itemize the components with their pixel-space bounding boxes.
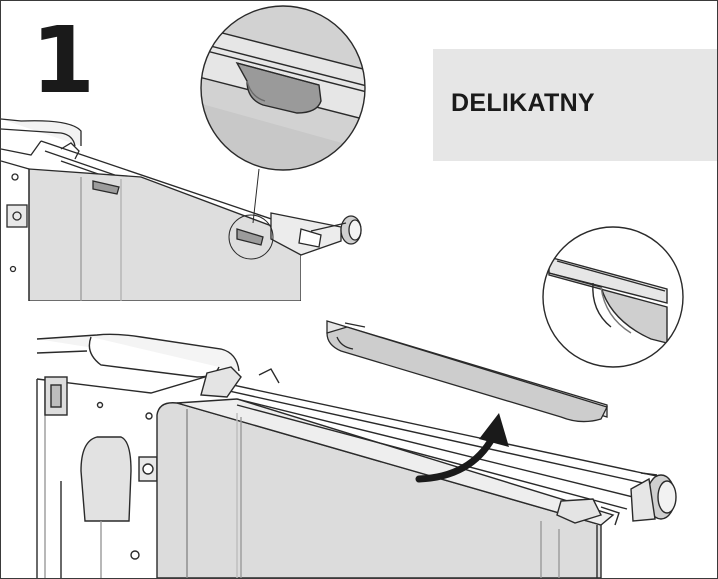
upper-machine-view xyxy=(1,118,301,301)
zoom-circle-detail-2 xyxy=(542,226,684,368)
step-number: 1 xyxy=(31,7,95,114)
zoom-circle-detail xyxy=(200,5,366,171)
label-box: DELIKATNY xyxy=(433,49,717,161)
upper-rail-end xyxy=(270,212,362,256)
zoom-target-circle xyxy=(228,214,274,260)
removed-rail-strip xyxy=(326,320,608,423)
curved-arrow-icon xyxy=(415,413,509,483)
label-text: DELIKATNY xyxy=(451,89,595,117)
lower-machine-view xyxy=(36,333,677,578)
zoom-leader-line xyxy=(252,168,260,224)
